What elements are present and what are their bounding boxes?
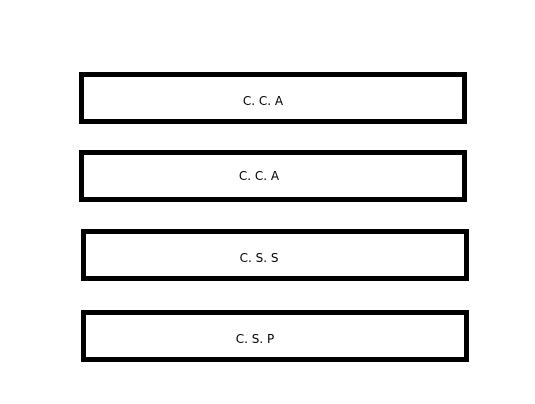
box-cca-1: C. C. A	[79, 72, 467, 124]
box-label: C. C. A	[242, 94, 284, 108]
box-cca-2: C. C. A	[79, 150, 467, 202]
box-css: C. S. S	[81, 229, 469, 281]
box-label: C. S. S	[239, 251, 279, 265]
box-csp: C. S. P	[81, 310, 469, 362]
box-label: C. S. P	[235, 332, 275, 346]
box-label: C. C. A	[238, 169, 280, 183]
